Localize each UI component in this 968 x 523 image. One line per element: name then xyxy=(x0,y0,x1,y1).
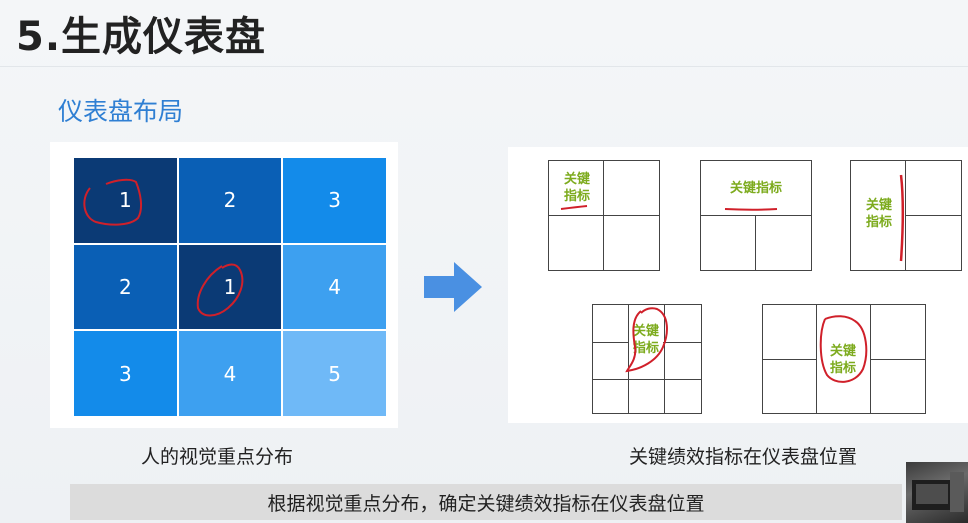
layouts-panel: 关键 指标 关键指标 关键 指标 关键 指标 xyxy=(508,147,968,423)
heatmap-cell-label: 2 xyxy=(223,188,237,213)
layout-center-column: 关键 指标 xyxy=(762,304,926,414)
kpi-label-line: 指标 xyxy=(563,189,590,204)
heatmap-cell-label: 4 xyxy=(223,361,237,386)
summary-banner: 根据视觉重点分布，确定关键绩效指标在仪表盘位置 xyxy=(70,484,902,520)
heatmap-caption: 人的视觉重点分布 xyxy=(141,446,294,468)
kpi-label-line: 关键 xyxy=(865,198,892,213)
title-divider xyxy=(0,66,968,67)
kpi-label: 关键 指标 xyxy=(629,323,663,357)
section-subtitle: 仪表盘布局 xyxy=(58,97,184,126)
heatmap-cell-label: 3 xyxy=(328,188,342,213)
kpi-label-line: 指标 xyxy=(865,215,892,230)
heatmap-cell: 5 xyxy=(283,331,386,416)
kpi-label-line: 指标 xyxy=(829,361,856,376)
visual-focus-grid: 1 2 3 2 1 4 3 4 5 xyxy=(74,158,386,416)
kpi-label: 关键 指标 xyxy=(861,197,897,231)
page-title: 5.生成仪表盘 xyxy=(16,14,267,60)
kpi-label-line: 关键 xyxy=(829,344,856,359)
heatmap-cell: 2 xyxy=(178,158,282,243)
heatmap-cell: 4 xyxy=(178,331,282,416)
kpi-label-line: 关键 xyxy=(563,172,590,187)
heatmap-cell-label: 3 xyxy=(118,361,132,386)
kpi-label-line: 指标 xyxy=(632,341,659,356)
kpi-label: 关键 指标 xyxy=(557,171,597,205)
heatmap-cell-label: 1 xyxy=(118,188,132,213)
kpi-label-line: 关键 xyxy=(632,324,659,339)
layout-left-column: 关键 指标 xyxy=(850,160,962,271)
heatmap-cell: 2 xyxy=(74,244,177,330)
kpi-circle-ink xyxy=(625,307,668,373)
presenter-video-image xyxy=(912,472,964,512)
heatmap-cell: 4 xyxy=(283,244,386,330)
heatmap-cell: 1 xyxy=(178,244,282,330)
kpi-label: 关键指标 xyxy=(729,181,782,196)
layout-2x2-top-left: 关键 指标 xyxy=(548,160,660,271)
layout-3x3: 关键 指标 xyxy=(592,304,702,414)
kpi-label: 关键 指标 xyxy=(825,343,861,377)
heatmap-cell: 1 xyxy=(74,158,177,243)
heatmap-cell-label: 2 xyxy=(118,274,132,299)
right-arrow-icon xyxy=(424,262,482,312)
heatmap-cell: 3 xyxy=(283,158,386,243)
video-thumbnail xyxy=(906,462,968,523)
layout-top-banner: 关键指标 xyxy=(700,160,812,271)
heatmap-cell-label: 4 xyxy=(328,274,342,299)
heatmap-cell-label: 5 xyxy=(328,361,342,386)
heatmap-cell: 3 xyxy=(74,331,177,416)
summary-text: 根据视觉重点分布，确定关键绩效指标在仪表盘位置 xyxy=(267,492,705,515)
heatmap-panel: 1 2 3 2 1 4 3 4 5 xyxy=(50,142,398,428)
layouts-caption: 关键绩效指标在仪表盘位置 xyxy=(629,446,858,468)
heatmap-cell-label: 1 xyxy=(223,274,237,299)
